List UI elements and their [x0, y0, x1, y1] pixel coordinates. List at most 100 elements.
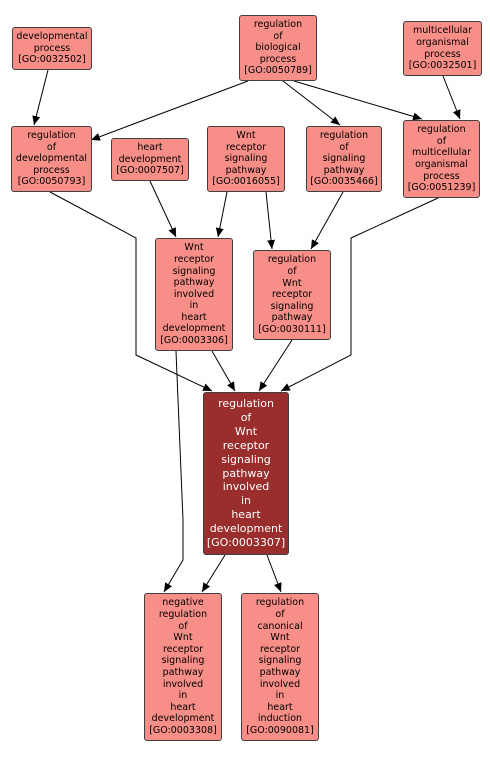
node-label-line: multicellular	[412, 25, 472, 37]
node-label-line: of	[339, 141, 349, 153]
node-label-line: of	[436, 135, 447, 147]
node-label-line: organismal	[415, 159, 468, 170]
node-label-line: regulation	[417, 124, 466, 136]
node-label-line: regulation	[267, 254, 317, 266]
node-label-line: organismal	[416, 36, 469, 48]
edge-GO-0050789-to-GO-0050793	[90, 80, 249, 141]
node-label-line: of	[287, 266, 297, 278]
node-label-line: signaling	[270, 300, 314, 312]
node-label-line: process	[423, 170, 460, 182]
node-label-line: regulation	[253, 19, 303, 31]
node-label-line: of	[46, 141, 57, 153]
node-label-line: process	[33, 42, 71, 54]
node-label-line: developmental	[15, 153, 88, 165]
node-label-line: involved	[162, 678, 204, 690]
node-label-line: induction	[257, 713, 303, 725]
node-label-line: pathway	[225, 164, 267, 176]
node-label-line: in	[275, 690, 285, 702]
node-label-line: signaling	[161, 655, 205, 667]
node-label-line: heart	[181, 311, 207, 323]
node-label-line: canonical	[257, 620, 303, 632]
node-label-line: Wnt	[236, 130, 256, 142]
node-label-line: regulation	[255, 597, 305, 609]
edge-GO-0032501-to-GO-0051239	[442, 75, 461, 120]
node-label-line: signaling	[224, 153, 268, 165]
node-label-line: [GO:0003306]	[160, 335, 228, 347]
node-label-line: of	[178, 620, 188, 632]
node-label-line: development	[151, 713, 215, 725]
node-label-line: development	[118, 153, 182, 165]
node-label-line: in	[189, 300, 199, 312]
node-label-line: [GO:0003308]	[149, 724, 217, 736]
edge-GO-0050789-to-GO-0035466	[282, 80, 341, 126]
node-label-line: [GO:0050793]	[17, 176, 86, 188]
edge-GO-0050789-to-GO-0051239	[293, 80, 423, 121]
edge-GO-0030111-to-GO-0003307	[258, 339, 293, 392]
edge-GO-0016055-to-GO-0003306	[215, 191, 228, 238]
node-label-line: involved	[173, 288, 215, 300]
node-label-line: [GO:0090081]	[246, 724, 314, 736]
node-label-line: heart	[137, 142, 163, 154]
node-label-line: heart	[170, 701, 196, 713]
node-label-line: Wnt	[184, 242, 204, 254]
edge-GO-0032502-to-GO-0050793	[32, 69, 49, 126]
edge-GO-0051239-to-GO-0003307	[280, 197, 439, 392]
node-label-line: multicellular	[411, 147, 471, 159]
node-label-line: receptor	[162, 643, 204, 655]
node-label-line: regulation	[218, 397, 274, 411]
node-label-line: signaling	[221, 452, 271, 466]
node-label-line: of	[273, 30, 283, 42]
node-label-line: [GO:0032502]	[18, 54, 86, 66]
node-label-line: pathway	[259, 667, 301, 678]
edge-GO-0016055-to-GO-0030111	[265, 191, 276, 250]
edge-GO-0003306-to-GO-0003307	[211, 350, 236, 392]
node-label-line: regulation	[27, 130, 76, 142]
edge-GO-0007507-to-GO-0003306	[149, 180, 177, 238]
node-label-line: in	[240, 494, 252, 508]
node-label-line: Wnt	[173, 632, 193, 644]
node-label-line: regulation	[158, 609, 208, 621]
node-label-line: [GO:0035466]	[310, 176, 378, 188]
node-label-line: pathway	[222, 466, 270, 480]
node-label-line: [GO:0051239]	[407, 182, 476, 194]
node-label-line: receptor	[225, 141, 267, 153]
node-label-line: [GO:0007507]	[116, 165, 184, 177]
node-label-line: pathway	[173, 277, 215, 289]
node-label-line: signaling	[172, 265, 216, 277]
node-label-line: development	[209, 522, 283, 536]
node-label-line: involved	[259, 678, 301, 690]
node-label-line: negative	[162, 597, 204, 609]
edge-GO-0050793-to-GO-0003307	[49, 191, 213, 392]
node-label-line: Wnt	[270, 632, 290, 644]
node-label-line: receptor	[222, 438, 270, 452]
node-label-line: [GO:0032501]	[408, 60, 477, 72]
node-label-line: [GO:0003307]	[206, 536, 286, 550]
node-label-line: pathway	[271, 312, 313, 324]
node-label-line: heart	[231, 508, 261, 522]
edge-GO-0003307-to-GO-0003308	[201, 554, 226, 593]
node-label-line: process	[33, 164, 70, 176]
node-label-line: in	[178, 690, 188, 702]
edge-GO-0035466-to-GO-0030111	[310, 191, 344, 250]
node-label-line: [GO:0050789]	[244, 65, 312, 77]
node-label-line: receptor	[259, 643, 301, 655]
node-label-line: signaling	[322, 153, 366, 165]
node-label-line: involved	[222, 480, 270, 494]
node-label-line: regulation	[319, 130, 369, 142]
node-label-line: biological	[255, 42, 301, 54]
